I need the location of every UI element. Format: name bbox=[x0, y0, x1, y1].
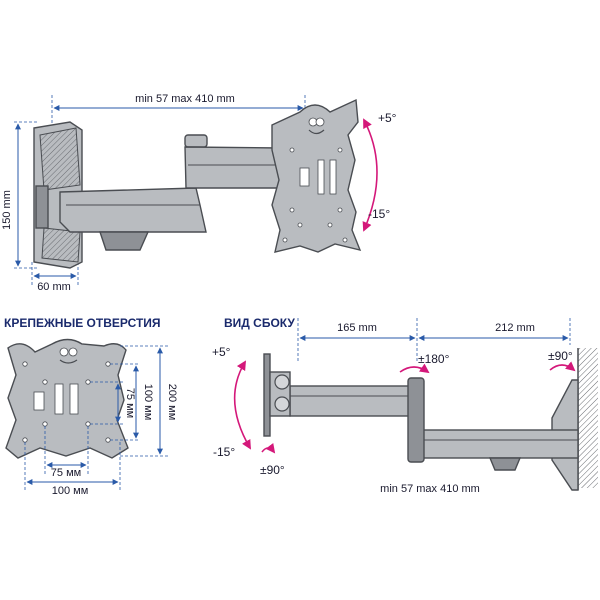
wall-plate-hinge bbox=[35, 185, 49, 229]
vesa-holes-top bbox=[282, 147, 348, 243]
side-elbow-joint bbox=[407, 377, 425, 463]
top-width-label: 60 mm bbox=[37, 281, 71, 293]
v200-label: 200 мм bbox=[166, 384, 178, 421]
arm-clamp bbox=[99, 231, 150, 251]
elbow-rotation-arrow bbox=[399, 363, 430, 374]
top-height-label: 150 mm bbox=[1, 190, 13, 230]
side-vesa-plate bbox=[263, 353, 271, 437]
side-second-arm bbox=[411, 429, 579, 459]
wall-hatch bbox=[578, 348, 598, 488]
v75-label: 75 мм bbox=[124, 388, 136, 418]
top-view: min 57 max 410 mm 150 mm 60 mm bbox=[1, 93, 397, 293]
side-tilt-arc bbox=[233, 360, 251, 450]
top-tilt-arc bbox=[362, 118, 378, 232]
wall-plate-hatch-top bbox=[39, 127, 81, 191]
tilt-knob-top bbox=[274, 374, 290, 390]
arm-joint-top bbox=[184, 134, 208, 148]
h75-label: 75 мм bbox=[51, 467, 81, 479]
second-arm bbox=[184, 146, 286, 189]
tilt-knob-bottom bbox=[274, 396, 290, 412]
side-heading: ВИД СБОКУ bbox=[224, 316, 295, 330]
arm2-label: 212 mm bbox=[495, 322, 535, 334]
arm1-label: 165 mm bbox=[337, 322, 377, 334]
wall-swivel-label: ±90° bbox=[548, 349, 573, 363]
side-arm-clamp bbox=[488, 457, 522, 471]
holes-view: КРЕПЕЖНЫЕ ОТВЕРСТИЯ 75 мм 100 мм 75 м bbox=[4, 316, 178, 497]
side-tilt-down-label: -15° bbox=[213, 445, 235, 459]
vesa-holes-front bbox=[22, 361, 111, 443]
side-view: ВИД СБОКУ 165 mm 212 mm +5° -15° bbox=[212, 316, 598, 495]
top-tilt-down-label: -15° bbox=[368, 207, 390, 221]
vesa-plate-top-view bbox=[271, 98, 362, 253]
head-swivel-arrow bbox=[261, 442, 276, 454]
side-tilt-up-label: +5° bbox=[212, 345, 231, 359]
wall-plate-hatch-bottom bbox=[41, 227, 81, 263]
h100-label: 100 мм bbox=[52, 485, 89, 497]
first-arm bbox=[59, 187, 207, 233]
elbow-rotation-label: ±180° bbox=[418, 352, 450, 366]
vesa-plate-front bbox=[5, 338, 129, 459]
holes-heading: КРЕПЕЖНЫЕ ОТВЕРСТИЯ bbox=[4, 316, 161, 330]
top-range-label: min 57 max 410 mm bbox=[135, 93, 235, 105]
head-swivel-label: ±90° bbox=[260, 463, 285, 477]
side-range-label: min 57 max 410 mm bbox=[380, 483, 480, 495]
wall-swivel-arrow bbox=[549, 361, 576, 372]
v100-label: 100 мм bbox=[142, 384, 154, 421]
side-first-arm bbox=[289, 385, 421, 417]
top-tilt-up-label: +5° bbox=[378, 111, 397, 125]
